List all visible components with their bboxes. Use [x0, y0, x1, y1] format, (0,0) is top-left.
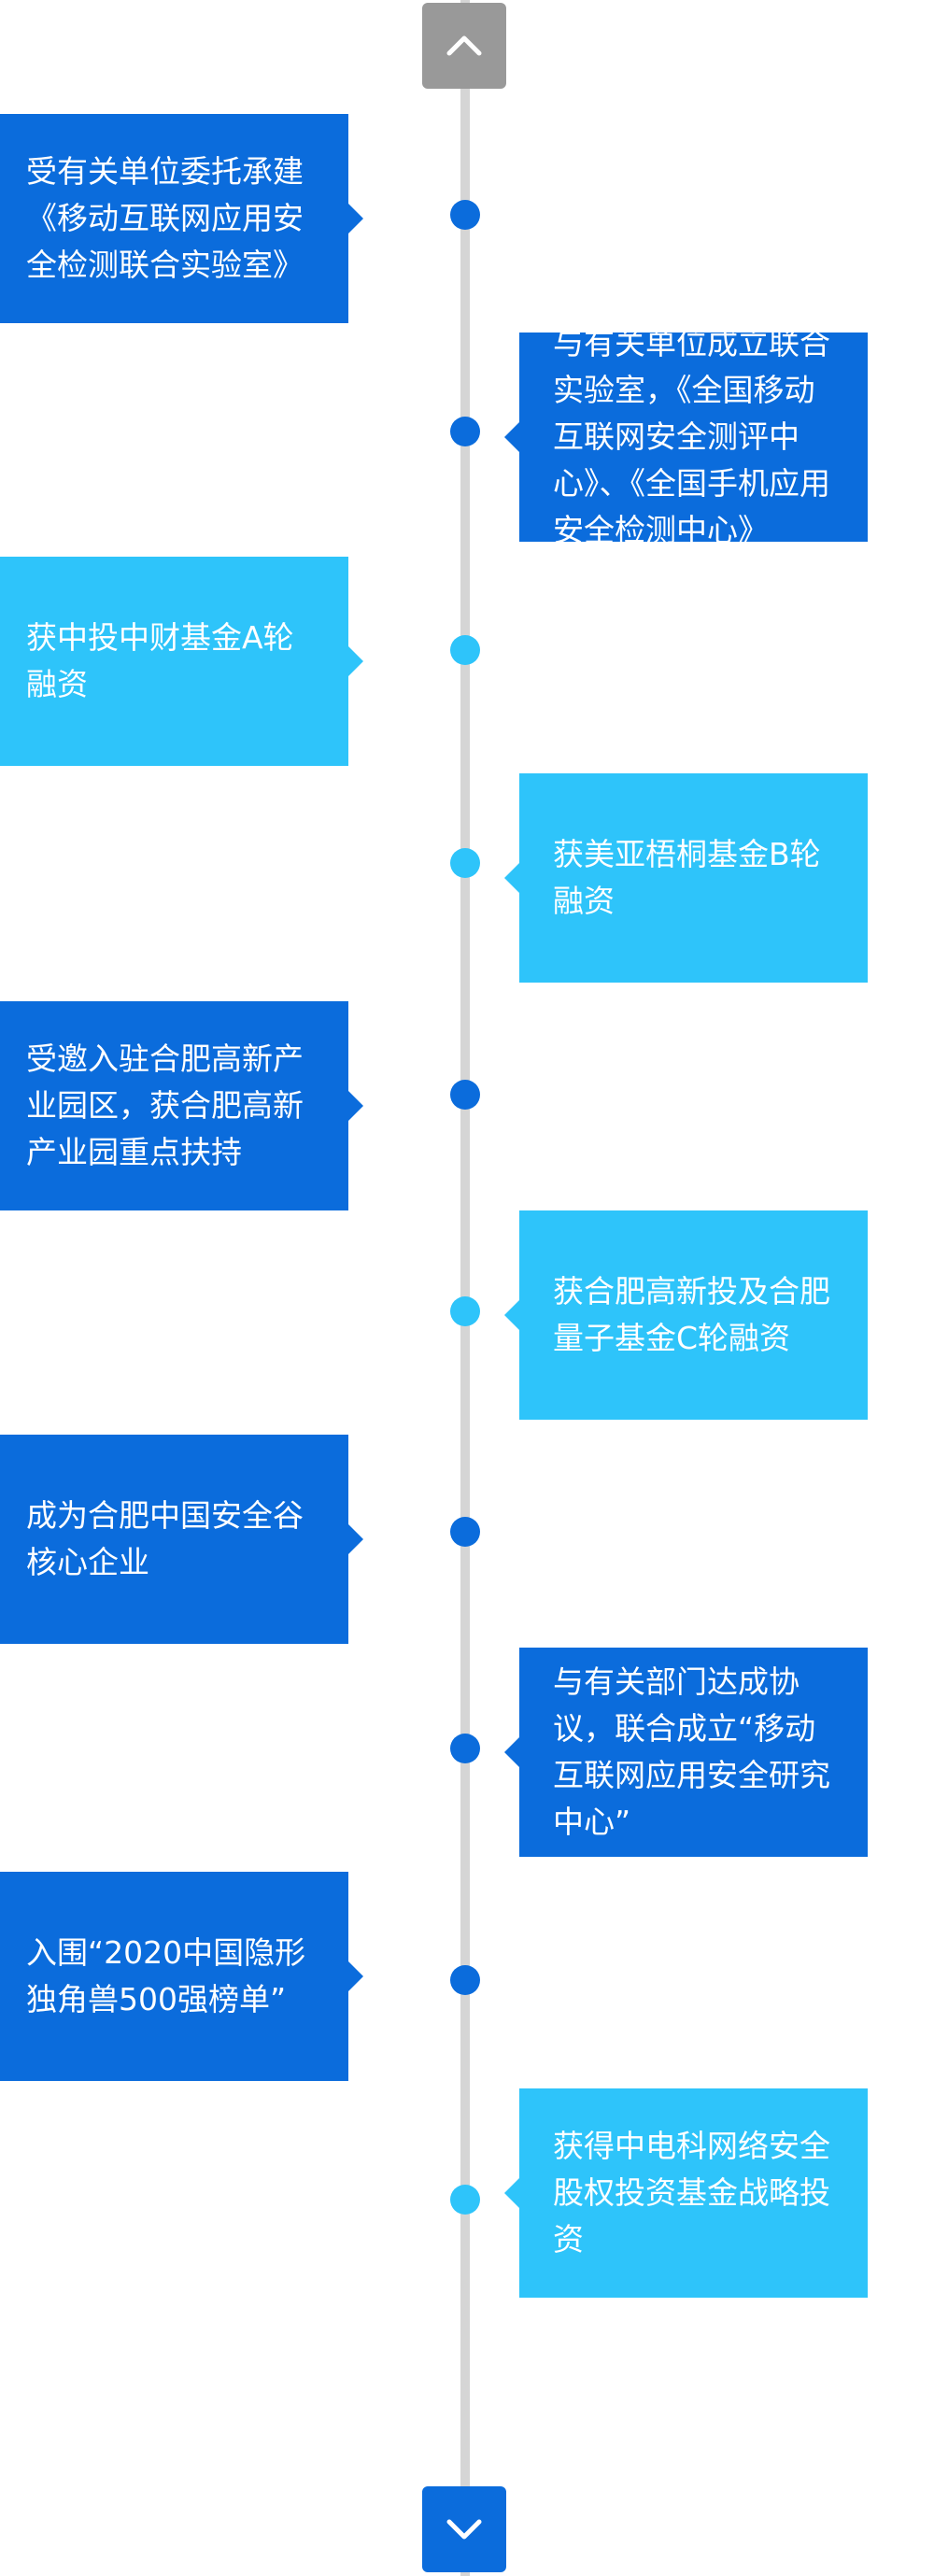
timeline-dot [450, 1965, 480, 1995]
timeline-card: 与有关单位成立联合实验室，《全国移动互联网安全测评中心》、《全国手机应用安全检测… [504, 325, 868, 548]
timeline-dot [450, 635, 480, 665]
card-pointer [504, 1737, 519, 1767]
card-pointer [348, 1961, 363, 1991]
timeline-dot [450, 1734, 480, 1763]
timeline-card: 获得中电科网络安全股权投资基金战略投资 [504, 2088, 868, 2298]
timeline-dot [450, 848, 480, 878]
card-pointer [504, 1300, 519, 1330]
chevron-down-icon [446, 2519, 482, 2540]
timeline-card: 成为合肥中国安全谷核心企业 [0, 1435, 363, 1644]
timeline-card-text: 获美亚梧桐基金B轮融资 [553, 836, 821, 919]
chevron-up-icon [446, 35, 482, 56]
timeline-card-text: 获合肥高新投及合肥量子基金C轮融资 [553, 1273, 830, 1356]
timeline-line [460, 0, 470, 2576]
timeline-dot [450, 1080, 480, 1110]
timeline-dot [450, 1517, 480, 1547]
card-pointer [348, 204, 363, 234]
timeline-dot [450, 2185, 480, 2215]
timeline-card: 受邀入驻合肥高新产业园区，获合肥高新产业园重点扶持 [0, 1001, 363, 1210]
card-pointer [504, 863, 519, 893]
timeline-card: 受有关单位委托承建《移动互联网应用安全检测联合实验室》 [0, 114, 363, 323]
timeline-card-text: 获中投中财基金A轮融资 [26, 619, 294, 702]
card-pointer [348, 1524, 363, 1554]
scroll-down-button[interactable] [422, 2486, 506, 2572]
timeline-card-text: 成为合肥中国安全谷核心企业 [26, 1497, 304, 1580]
timeline-card-text: 与有关单位成立联合实验室，《全国移动互联网安全测评中心》、《全国手机应用安全检测… [553, 325, 830, 548]
timeline-card: 入围“2020中国隐形独角兽500强榜单” [0, 1872, 363, 2081]
card-pointer [504, 422, 519, 452]
card-pointer [504, 2178, 519, 2208]
timeline-dot [450, 1296, 480, 1326]
timeline-card: 获合肥高新投及合肥量子基金C轮融资 [504, 1210, 868, 1420]
timeline-dot [450, 200, 480, 230]
card-pointer [348, 1091, 363, 1121]
timeline-card-text: 受邀入驻合肥高新产业园区，获合肥高新产业园重点扶持 [26, 1040, 304, 1170]
timeline-card-text: 获得中电科网络安全股权投资基金战略投资 [553, 2128, 830, 2258]
timeline-card: 与有关部门达成协议，联合成立“移动互联网应用安全研究中心” [504, 1648, 868, 1857]
scroll-up-button[interactable] [422, 3, 506, 89]
timeline-card-text: 受有关单位委托承建《移动互联网应用安全检测联合实验室》 [26, 153, 304, 283]
timeline-card: 获美亚梧桐基金B轮融资 [504, 773, 868, 983]
timeline-card-text: 与有关部门达成协议，联合成立“移动互联网应用安全研究中心” [553, 1663, 830, 1840]
timeline-dot [450, 417, 480, 446]
timeline-card: 获中投中财基金A轮融资 [0, 557, 363, 766]
timeline-card-text: 入围“2020中国隐形独角兽500强榜单” [26, 1934, 306, 2017]
card-pointer [348, 646, 363, 676]
